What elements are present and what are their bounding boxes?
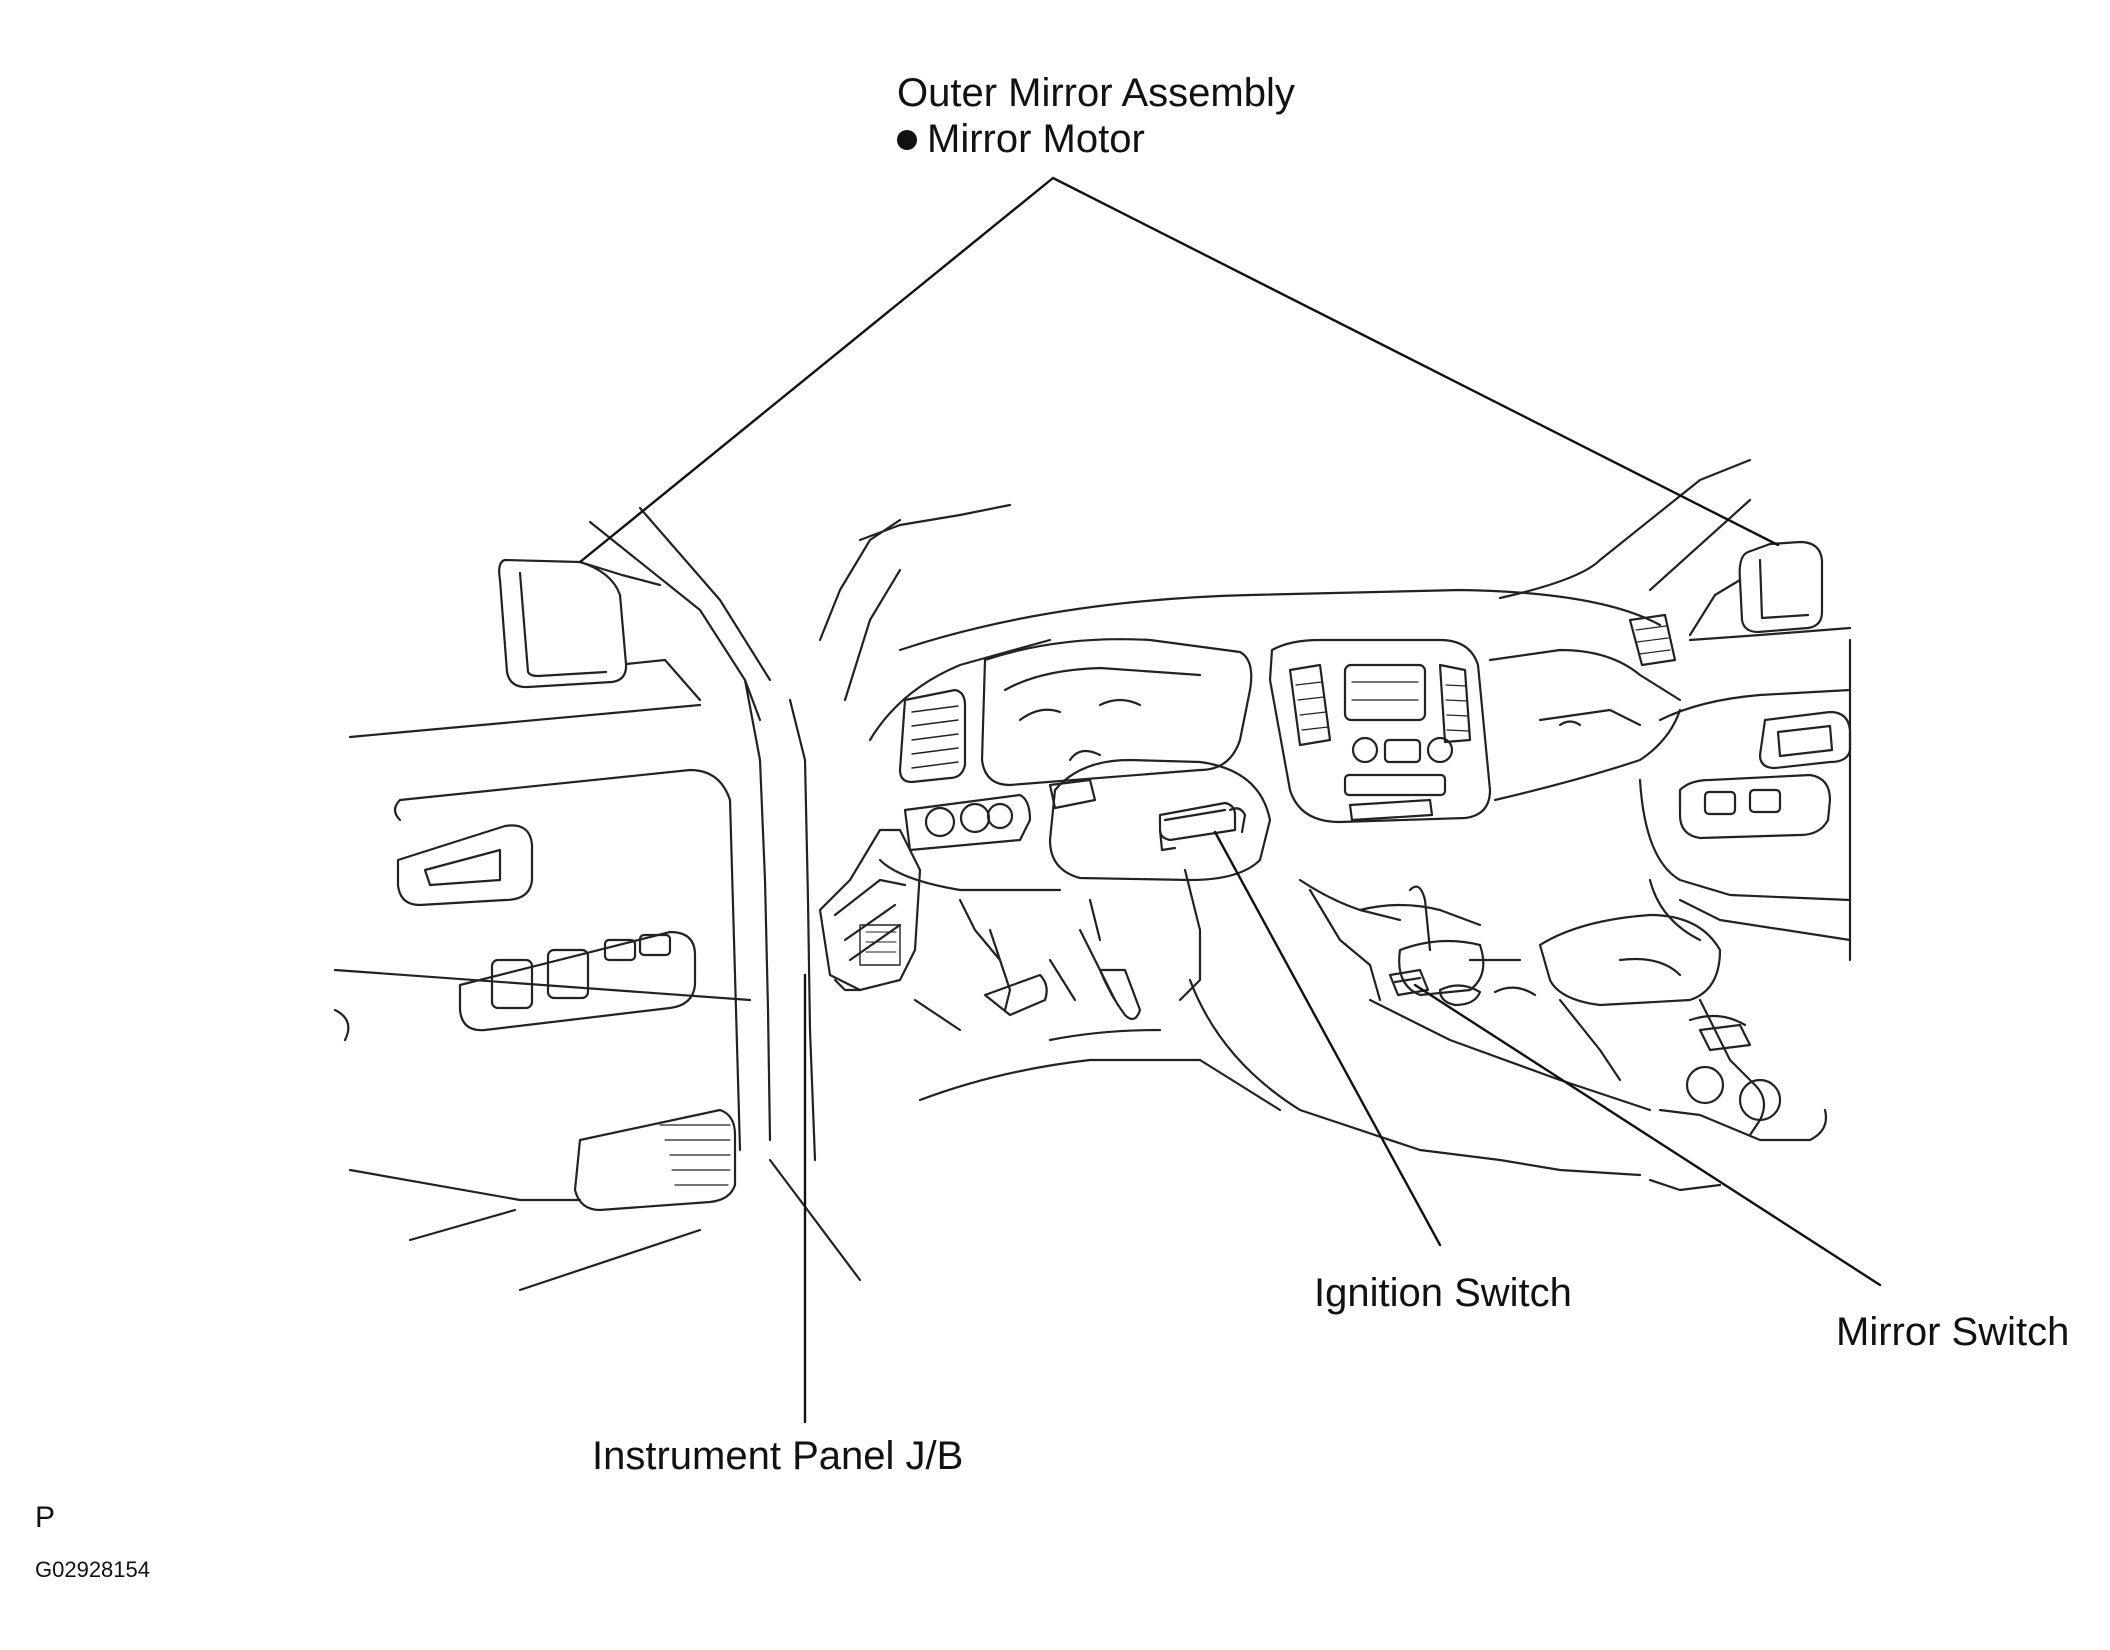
ignition-switch-component xyxy=(1158,801,1247,852)
label-mirror-motor-row: Mirror Motor xyxy=(897,116,1145,162)
left-outer-mirror xyxy=(498,558,702,702)
leader-outer-mirror-right xyxy=(1051,176,1780,547)
right-door-panel xyxy=(1638,626,1852,962)
instrument-panel-junction-block xyxy=(818,828,922,992)
center-console xyxy=(913,868,1828,1192)
bullet-icon xyxy=(897,130,917,150)
right-outer-mirror xyxy=(1688,540,1824,637)
leader-outer-mirror-left xyxy=(578,176,1055,564)
label-mirror-switch: Mirror Switch xyxy=(1836,1310,2070,1354)
label-mirror-motor: Mirror Motor xyxy=(927,117,1145,161)
leader-mirror-switch xyxy=(1413,983,1882,1287)
label-outer-mirror-assembly: Outer Mirror Assembly xyxy=(897,71,1295,115)
left-door-panel xyxy=(333,703,862,1292)
leader-ignition-switch xyxy=(1213,830,1442,1247)
label-instrument-panel-jb: Instrument Panel J/B xyxy=(592,1434,964,1478)
leader-lines xyxy=(578,176,1882,1424)
figure-id: G02928154 xyxy=(35,1557,150,1582)
pedals xyxy=(983,898,1142,1021)
dashboard xyxy=(868,458,1752,962)
view-code: P xyxy=(35,1501,56,1534)
label-ignition-switch: Ignition Switch xyxy=(1314,1271,1572,1315)
left-a-pillar xyxy=(588,503,1012,1162)
